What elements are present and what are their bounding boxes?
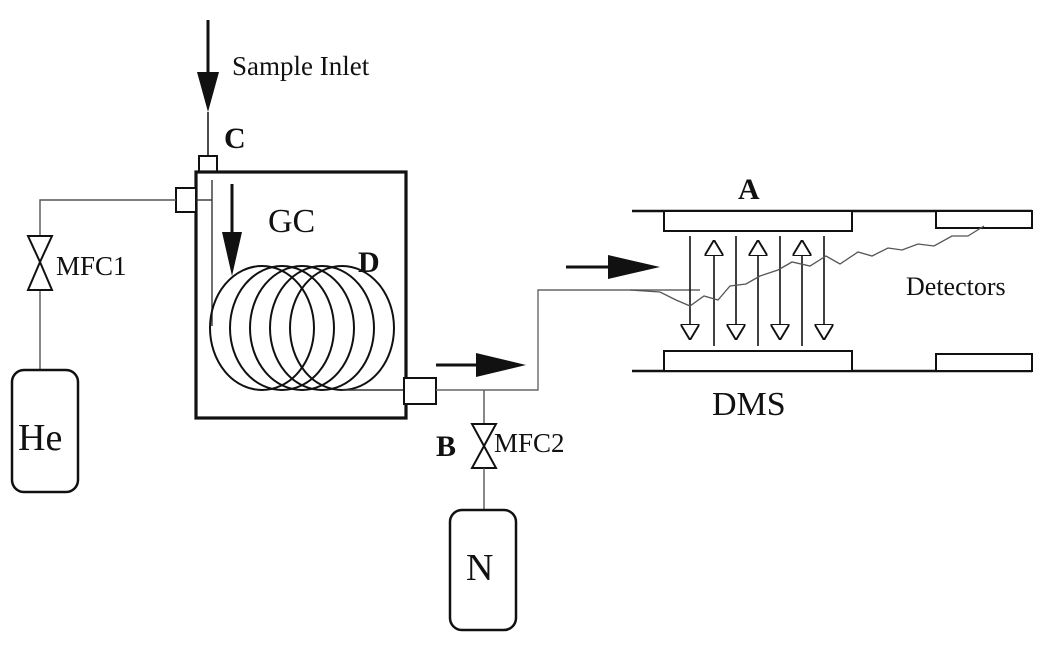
injector-port-c [198, 112, 218, 173]
upper-electrode [663, 210, 853, 232]
gc-label: GC [268, 203, 315, 240]
label-d: D [358, 246, 380, 279]
dms-cell [632, 209, 1033, 373]
label-c: C [224, 122, 246, 155]
lower-detector-plate [935, 353, 1033, 372]
gc-outlet-fitting [403, 377, 437, 405]
n-cylinder [448, 508, 518, 632]
sample-inlet-arrow [197, 20, 219, 112]
outlet-flow-arrow [436, 353, 526, 377]
gc-flow-arrow [222, 184, 242, 276]
carrier-gas-line [39, 187, 212, 370]
upper-detector-plate [935, 210, 1033, 229]
detectors-label: Detectors [906, 272, 1006, 301]
n-label: N [466, 547, 493, 589]
dms-inlet-flow-arrow [566, 255, 660, 279]
lower-electrode [663, 350, 853, 372]
label-a: A [738, 173, 760, 206]
he-cylinder [10, 368, 80, 494]
mfc1-label: MFC1 [56, 251, 127, 281]
ion-trajectory [629, 225, 985, 307]
mfc1-valve [26, 235, 54, 291]
dms-label: DMS [712, 386, 786, 423]
sample-inlet-label: Sample Inlet [232, 51, 370, 81]
capillary-column-coils [209, 180, 404, 391]
he-label: He [18, 417, 62, 459]
transfer-line [436, 289, 700, 391]
mfc2-valve [470, 423, 498, 510]
label-b: B [436, 430, 456, 463]
mfc2-label: MFC2 [494, 428, 565, 458]
field-arrows [690, 236, 824, 346]
